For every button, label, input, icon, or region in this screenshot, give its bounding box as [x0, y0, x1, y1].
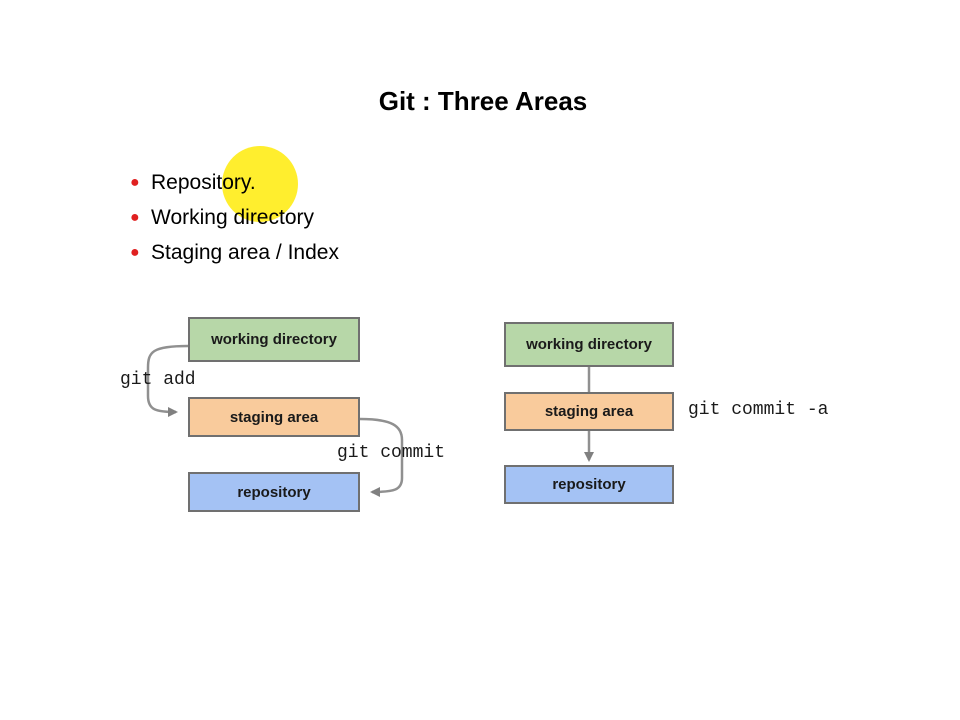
- bullet-text: Working directory: [151, 206, 314, 229]
- bullet-text: Staging area / Index: [151, 241, 339, 264]
- git-add-label: git add: [120, 370, 196, 390]
- right-working-directory-box: working directory: [504, 322, 674, 367]
- bullet-dot-icon: ●: [130, 209, 140, 226]
- git-commit-arrow: [359, 417, 404, 497]
- bullet-dot-icon: ●: [130, 174, 140, 191]
- left-staging-area-box: staging area: [188, 397, 360, 437]
- slide-title: Git : Three Areas: [378, 86, 588, 116]
- bullet-item: ● Working directory: [130, 203, 339, 238]
- bullet-dot-icon: ●: [130, 244, 140, 261]
- cursor-highlight: [222, 146, 298, 222]
- bullet-text: Repository.: [151, 171, 256, 194]
- bullet-item: ● Repository.: [130, 168, 339, 203]
- git-add-arrow: [146, 344, 189, 417]
- left-repository-box: repository: [188, 472, 360, 512]
- git-commit-a-label: git commit -a: [688, 400, 829, 420]
- right-repository-box: repository: [504, 465, 674, 504]
- bullet-item: ● Staging area / Index: [130, 238, 339, 273]
- right-staging-area-box: staging area: [504, 392, 674, 431]
- bullet-list: ● Repository. ● Working directory ● Stag…: [130, 168, 339, 273]
- git-commit-label: git commit: [337, 443, 446, 463]
- left-working-directory-box: working directory: [188, 317, 360, 362]
